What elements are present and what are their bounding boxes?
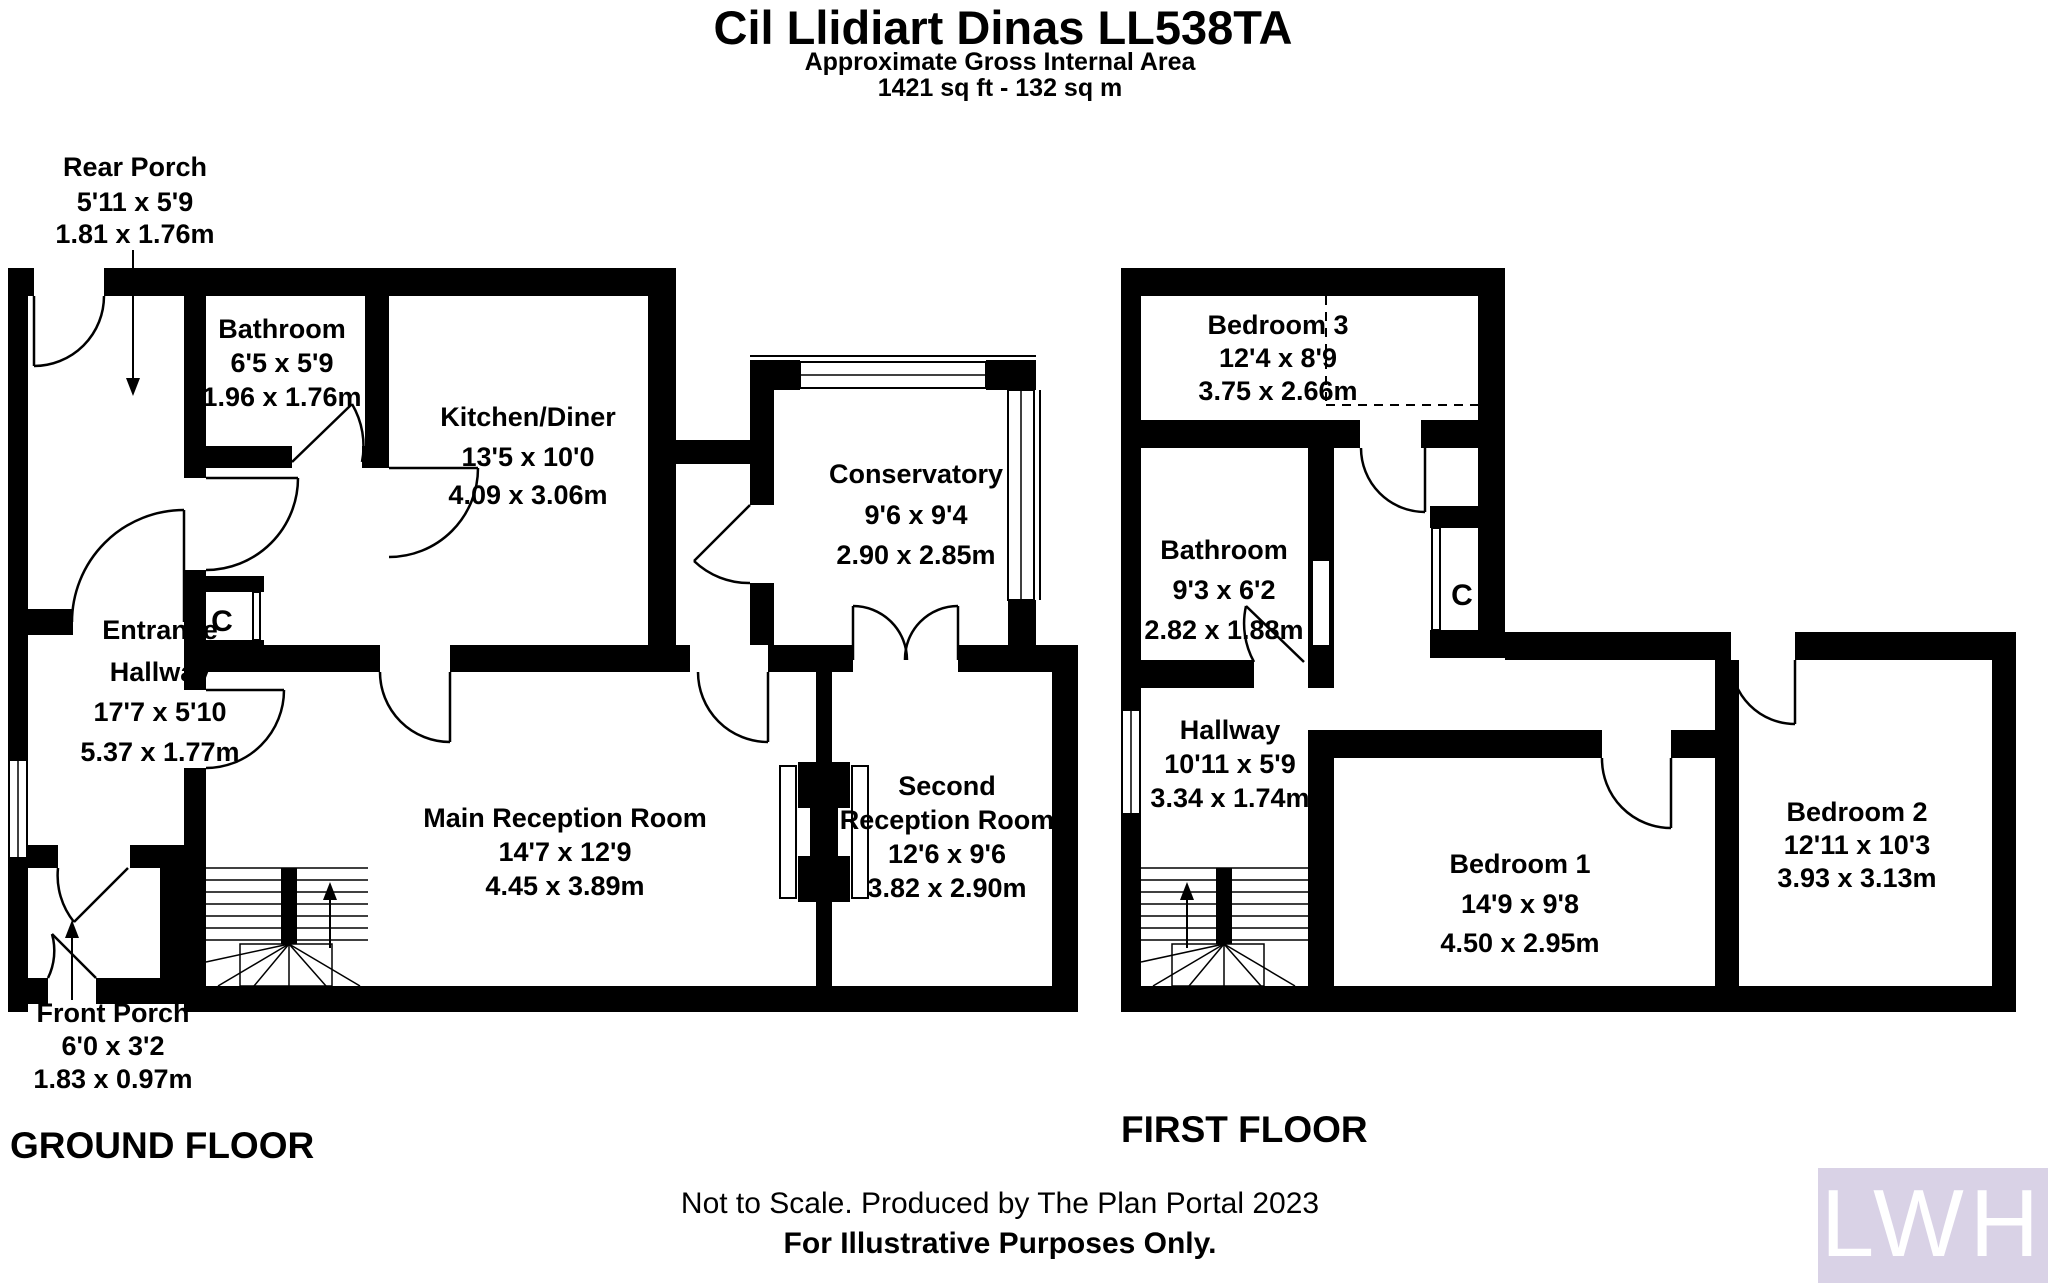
room-label-second-reception: Second Reception Room 12'6 x 9'6 3.82 x … (840, 771, 1055, 903)
chimney-breast (779, 672, 869, 986)
svg-text:Front Porch: Front Porch (37, 998, 190, 1028)
svg-text:9'6 x 9'4: 9'6 x 9'4 (865, 500, 968, 530)
first-floor-dashed-lines (1325, 296, 1478, 406)
ground-floor-title: GROUND FLOOR (10, 1125, 314, 1166)
svg-text:3.75 x 2.66m: 3.75 x 2.66m (1198, 376, 1357, 406)
svg-text:5.37 x 1.77m: 5.37 x 1.77m (80, 737, 239, 767)
first-floor-windows (1121, 527, 1441, 815)
svg-text:3.82 x 2.90m: 3.82 x 2.90m (867, 873, 1026, 903)
svg-text:Bathroom: Bathroom (218, 314, 346, 344)
lwh-watermark-text: LWH (1820, 1170, 2046, 1277)
closet-label-first: C (1451, 579, 1473, 612)
room-label-bedroom-3: Bedroom 3 12'4 x 8'9 3.75 x 2.66m (1198, 310, 1357, 406)
ground-floor-room-labels: Rear Porch 5'11 x 5'9 1.81 x 1.76m Bathr… (33, 152, 1054, 1094)
closet-label-ground: C (211, 605, 233, 638)
first-stairs-up-arrow (1180, 882, 1194, 948)
room-label-kitchen-diner: Kitchen/Diner 13'5 x 10'0 4.09 x 3.06m (440, 402, 616, 510)
svg-text:1.83 x 0.97m: 1.83 x 0.97m (33, 1064, 192, 1094)
room-label-bedroom-1: Bedroom 1 14'9 x 9'8 4.50 x 2.95m (1440, 849, 1599, 958)
svg-text:Hallway: Hallway (1180, 715, 1281, 745)
svg-text:Entrance: Entrance (102, 615, 218, 645)
footer-disclaimer: Not to Scale. Produced by The Plan Porta… (681, 1187, 1319, 1220)
room-label-front-porch: Front Porch 6'0 x 3'2 1.83 x 0.97m (33, 998, 192, 1094)
svg-text:13'5 x 10'0: 13'5 x 10'0 (462, 442, 595, 472)
svg-text:Bedroom 2: Bedroom 2 (1786, 797, 1927, 827)
ground-floor-windows (8, 355, 1041, 859)
room-label-entrance-hallway: Entrance Hallway 17'7 x 5'10 5.37 x 1.77… (80, 615, 239, 767)
svg-text:12'4 x 8'9: 12'4 x 8'9 (1219, 343, 1337, 373)
svg-text:4.45 x 3.89m: 4.45 x 3.89m (485, 871, 644, 901)
room-label-bathroom-ground: Bathroom 6'5 x 5'9 1.96 x 1.76m (202, 314, 361, 412)
svg-text:5'11 x 5'9: 5'11 x 5'9 (77, 187, 193, 217)
svg-text:4.09 x 3.06m: 4.09 x 3.06m (448, 480, 607, 510)
room-label-bedroom-2: Bedroom 2 12'11 x 10'3 3.93 x 3.13m (1777, 797, 1936, 893)
svg-text:Conservatory: Conservatory (829, 459, 1003, 489)
svg-text:14'9 x 9'8: 14'9 x 9'8 (1461, 889, 1579, 919)
svg-text:Hallway: Hallway (110, 657, 211, 687)
ground-floor-doors (32, 295, 960, 979)
room-label-bathroom-first: Bathroom 9'3 x 6'2 2.82 x 1.88m (1144, 535, 1303, 645)
first-floor-room-labels: Bedroom 3 12'4 x 8'9 3.75 x 2.66m Bathro… (1144, 310, 1936, 958)
first-floor-doors (1242, 447, 1797, 830)
svg-text:4.50 x 2.95m: 4.50 x 2.95m (1440, 928, 1599, 958)
svg-text:Bathroom: Bathroom (1160, 535, 1288, 565)
svg-text:10'11 x 5'9: 10'11 x 5'9 (1164, 749, 1295, 779)
page-subtitle: Approximate Gross Internal Area (805, 48, 1197, 76)
rear-porch-arrow (126, 250, 140, 396)
svg-text:Rear Porch: Rear Porch (63, 152, 207, 182)
svg-text:3.34 x 1.74m: 3.34 x 1.74m (1150, 783, 1309, 813)
lwh-watermark: LWH (1818, 1168, 2048, 1283)
svg-text:12'6 x 9'6: 12'6 x 9'6 (888, 839, 1006, 869)
first-floor-stairs (1140, 867, 1308, 987)
svg-text:9'3 x 6'2: 9'3 x 6'2 (1173, 575, 1276, 605)
svg-text:3.93 x 3.13m: 3.93 x 3.13m (1777, 863, 1936, 893)
svg-text:12'11 x 10'3: 12'11 x 10'3 (1784, 830, 1930, 860)
svg-text:2.90 x 2.85m: 2.90 x 2.85m (836, 540, 995, 570)
page-title: Cil Llidiart Dinas LL538TA (714, 1, 1293, 54)
svg-text:Second: Second (898, 771, 996, 801)
svg-text:6'5 x 5'9: 6'5 x 5'9 (231, 348, 334, 378)
room-label-rear-porch: Rear Porch 5'11 x 5'9 1.81 x 1.76m (55, 152, 214, 249)
ground-stairs-up-arrow (323, 882, 337, 948)
first-floor-title: FIRST FLOOR (1121, 1109, 1368, 1150)
svg-text:2.82 x 1.88m: 2.82 x 1.88m (1144, 615, 1303, 645)
footer-purpose: For Illustrative Purposes Only. (784, 1227, 1217, 1260)
svg-text:17'7 x 5'10: 17'7 x 5'10 (94, 697, 227, 727)
front-porch-arrow (65, 920, 79, 1000)
svg-text:Reception Room: Reception Room (840, 805, 1055, 835)
room-label-main-reception: Main Reception Room 14'7 x 12'9 4.45 x 3… (423, 803, 707, 901)
svg-text:Main Reception Room: Main Reception Room (423, 803, 707, 833)
page-area: 1421 sq ft - 132 sq m (878, 74, 1123, 102)
room-label-hallway-first: Hallway 10'11 x 5'9 3.34 x 1.74m (1150, 715, 1309, 813)
svg-text:1.81 x 1.76m: 1.81 x 1.76m (55, 219, 214, 249)
room-label-conservatory: Conservatory 9'6 x 9'4 2.90 x 2.85m (829, 459, 1003, 570)
ground-floor-stairs (205, 867, 368, 987)
svg-text:14'7 x 12'9: 14'7 x 12'9 (499, 837, 632, 867)
svg-text:1.96 x 1.76m: 1.96 x 1.76m (202, 382, 361, 412)
svg-text:Bedroom 1: Bedroom 1 (1449, 849, 1590, 879)
svg-text:Kitchen/Diner: Kitchen/Diner (440, 402, 616, 432)
ground-floor-walls (8, 268, 1078, 1012)
svg-text:6'0 x 3'2: 6'0 x 3'2 (62, 1031, 165, 1061)
svg-text:Bedroom 3: Bedroom 3 (1207, 310, 1348, 340)
ground-floor-closet (206, 576, 264, 656)
